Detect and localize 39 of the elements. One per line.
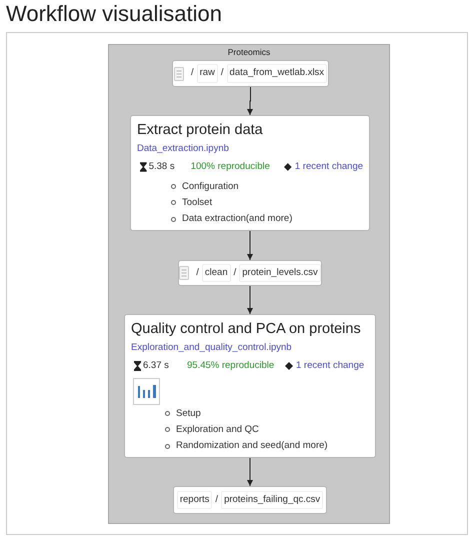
path-segment: clean (202, 264, 231, 282)
path-separator: / (234, 266, 236, 280)
path-separator: / (196, 266, 199, 280)
section-item: Exploration and QC (176, 422, 259, 437)
section-item: Configuration (182, 180, 239, 194)
change-link: 1 recent change (294, 160, 364, 174)
path-segment: proteins_failing_qc.csv (221, 490, 324, 510)
group-label: Proteomics (226, 46, 272, 59)
arrow (247, 230, 253, 260)
step-card (130, 115, 370, 231)
notebook-link: Data_extraction.ipynb (137, 142, 230, 156)
path-segment: data_from_wetlab.xlsx (226, 64, 328, 83)
group-band (108, 44, 390, 524)
arrow (247, 458, 253, 486)
section-item: Setup (176, 406, 201, 420)
run-time: 5.38 s (148, 160, 176, 174)
change-link: 1 recent change (296, 359, 364, 374)
section-item: Data extraction(and more) (182, 212, 292, 226)
path-segment: reports (176, 490, 212, 510)
path-separator: / (190, 66, 194, 80)
file-node (178, 260, 322, 286)
reproducibility-text: 100% reproducible (190, 160, 271, 174)
file-node (172, 60, 329, 87)
step-title: Quality control and PCA on proteins (131, 320, 362, 338)
section-item: Randomization and seed(and more) (176, 439, 328, 453)
path-segment: protein_levels.csv (239, 264, 321, 282)
run-time: 6.37 s (143, 359, 170, 374)
path-separator: / (215, 492, 218, 507)
reproducibility-text: 95.45% reproducible (187, 359, 276, 374)
path-segment: raw (196, 64, 218, 83)
step-title: Extract protein data (137, 121, 264, 139)
file-node (173, 486, 327, 514)
section-item: Toolset (182, 196, 212, 210)
arrow (247, 286, 253, 314)
path-separator: / (220, 66, 224, 80)
step-card (124, 314, 376, 458)
page-title: Workflow visualisation (6, 0, 222, 28)
notebook-link: Exploration_and_quality_control.ipynb (131, 341, 293, 355)
arrow (247, 86, 253, 116)
